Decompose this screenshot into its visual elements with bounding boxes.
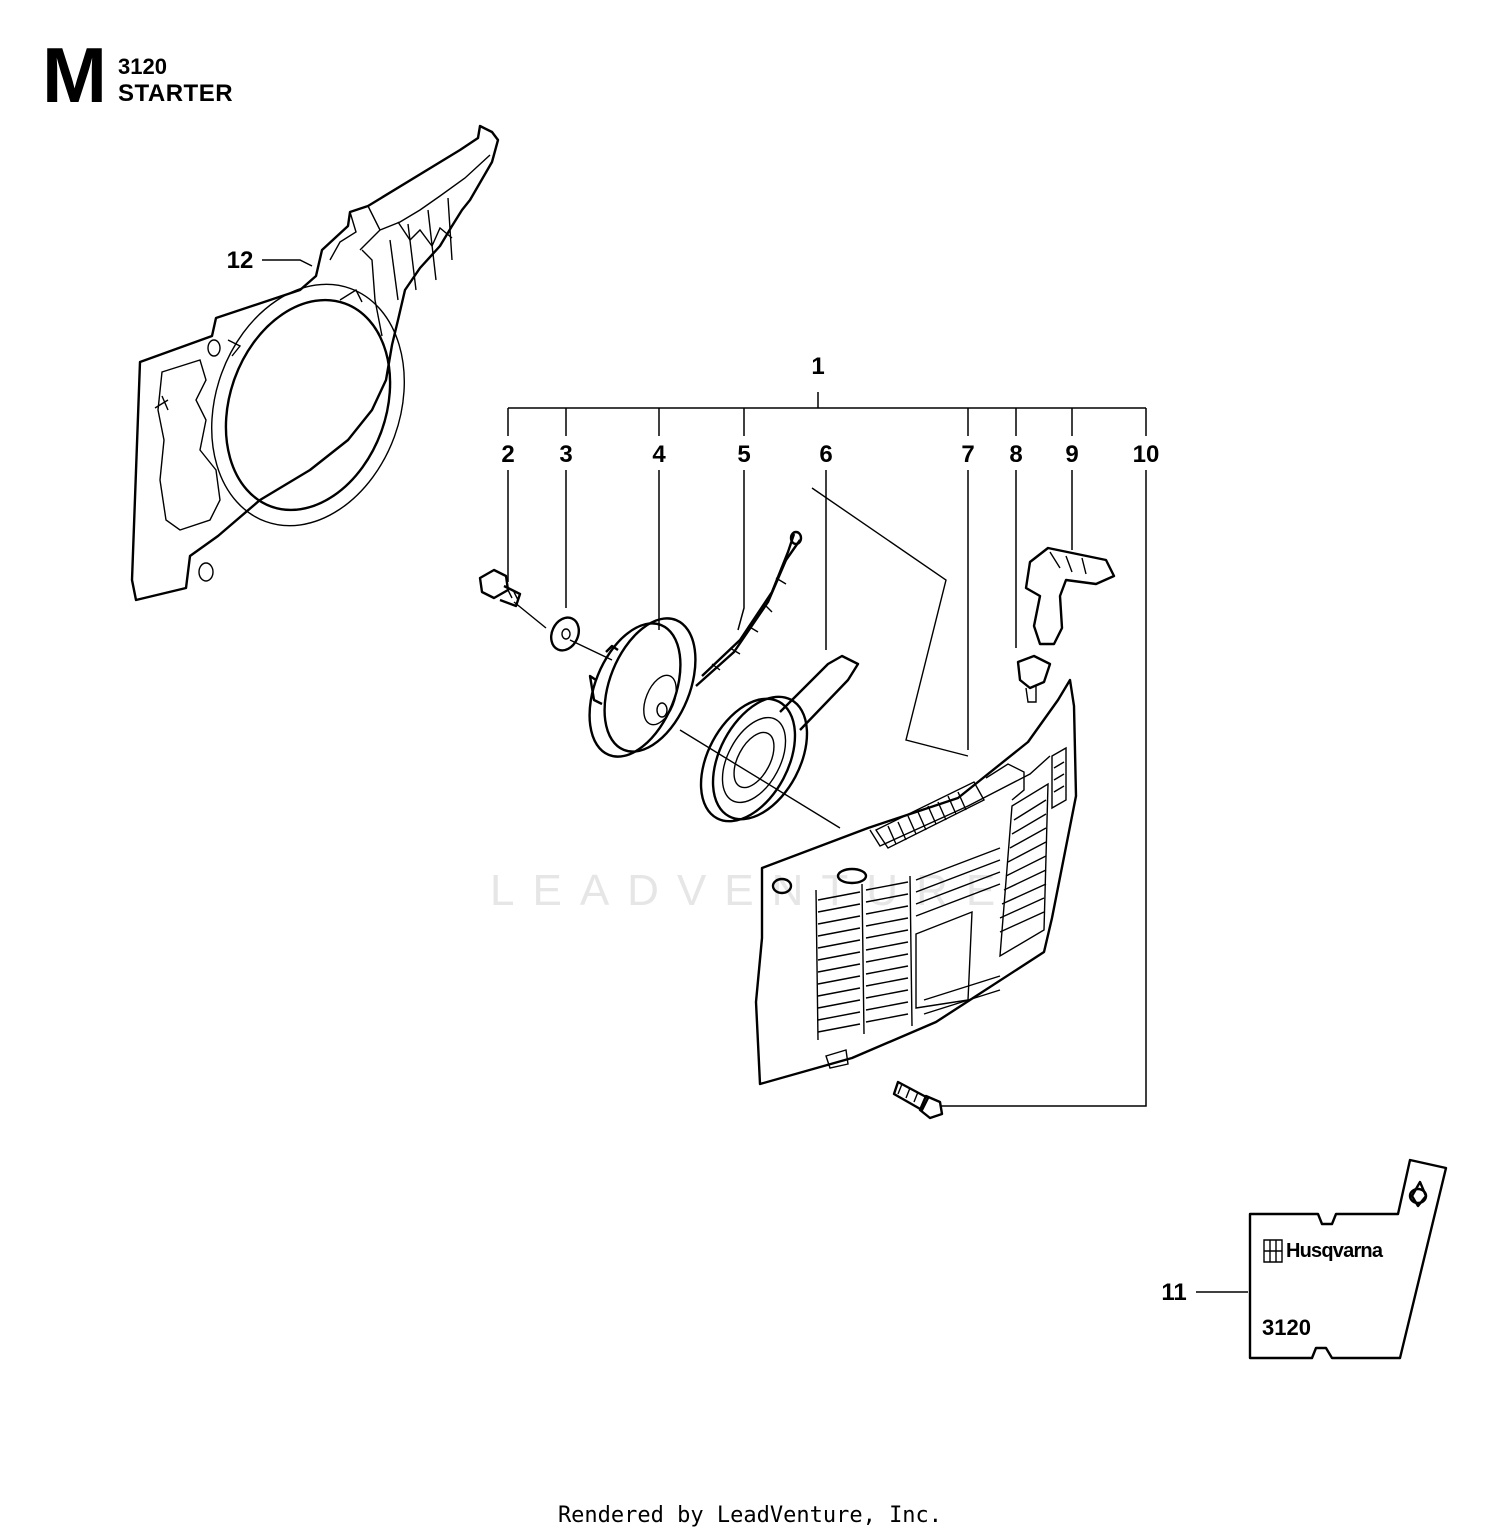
part-6-spring[interactable] (682, 654, 860, 837)
section-letter: M (42, 31, 107, 119)
part-12-air-guide[interactable] (130, 124, 500, 602)
decal-model: 3120 (1262, 1315, 1311, 1340)
part-3-washer[interactable] (546, 613, 584, 655)
callout-9: 9 (1065, 441, 1078, 468)
footer-credit: Rendered by LeadVenture, Inc. (557, 1503, 943, 1528)
part-8-bushing[interactable] (1016, 654, 1052, 703)
callout-12: 12 (227, 247, 254, 274)
callout-11: 11 (1161, 1279, 1186, 1306)
page-title: STARTER (118, 80, 234, 107)
callout-5: 5 (737, 441, 750, 468)
callout-8: 8 (1009, 441, 1022, 468)
model-number: 3120 (118, 54, 167, 79)
callout-7: 7 (961, 441, 974, 468)
part-11-decal[interactable]: Husqvarna 3120 (1248, 1158, 1448, 1360)
callout-3: 3 (559, 441, 572, 468)
callout-2: 2 (501, 441, 514, 468)
part-9-handle[interactable] (1024, 546, 1116, 646)
part-4-pulley[interactable] (572, 605, 714, 770)
callout-6: 6 (819, 441, 832, 468)
callout-10: 10 (1133, 441, 1160, 468)
part-7-starter-housing[interactable] (754, 678, 1078, 1086)
part-2-screw[interactable] (478, 568, 522, 608)
callout-4: 4 (652, 441, 666, 468)
callout-numbers: 1 2 3 4 5 6 7 8 9 10 11 12 (227, 247, 1187, 1306)
part-10-housing-screw[interactable] (892, 1080, 944, 1120)
callout-1: 1 (811, 353, 824, 380)
part-5-rope[interactable] (695, 530, 803, 687)
decal-brand: Husqvarna (1286, 1240, 1384, 1262)
callout-leaders (262, 259, 1248, 1293)
callout-bracket-1 (507, 392, 1147, 436)
